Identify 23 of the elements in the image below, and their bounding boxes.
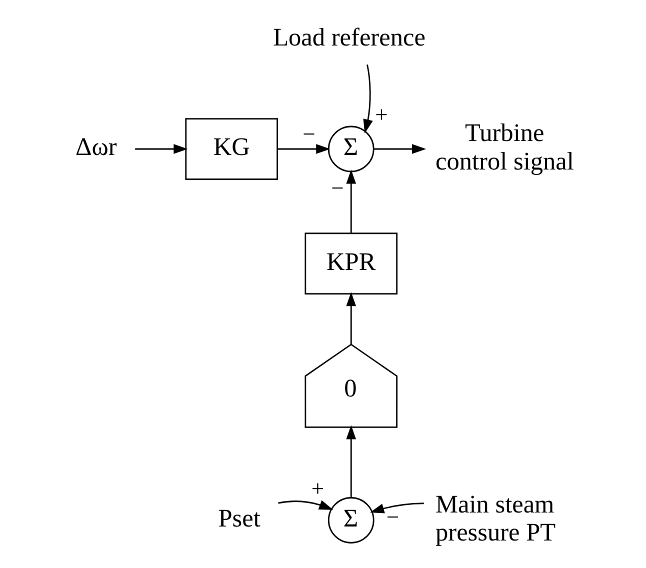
arrow [135,144,188,154]
node-circle: Σ [328,497,374,544]
edge-label: − [302,121,316,146]
edge-label: − [331,176,344,201]
edge-label: − [386,504,400,530]
node-box: KG [185,118,278,180]
arrow [346,170,356,233]
arrow [278,500,334,510]
edge-label: + [375,102,388,127]
node-text: Pset [218,504,260,532]
node-box: KPR [304,232,398,295]
edge-label: + [311,476,324,501]
arrow [374,144,426,154]
arrow [277,144,330,154]
arrow [346,425,356,498]
arrow [346,292,356,344]
arrow [363,64,373,134]
node-circle: Σ [328,126,374,172]
node-text: Load reference [273,24,426,52]
arrow [370,502,424,514]
node-text: Turbine control signal [436,119,574,176]
node-text: Δωr [76,133,117,162]
node-text: Main steam pressure PT [436,490,556,546]
